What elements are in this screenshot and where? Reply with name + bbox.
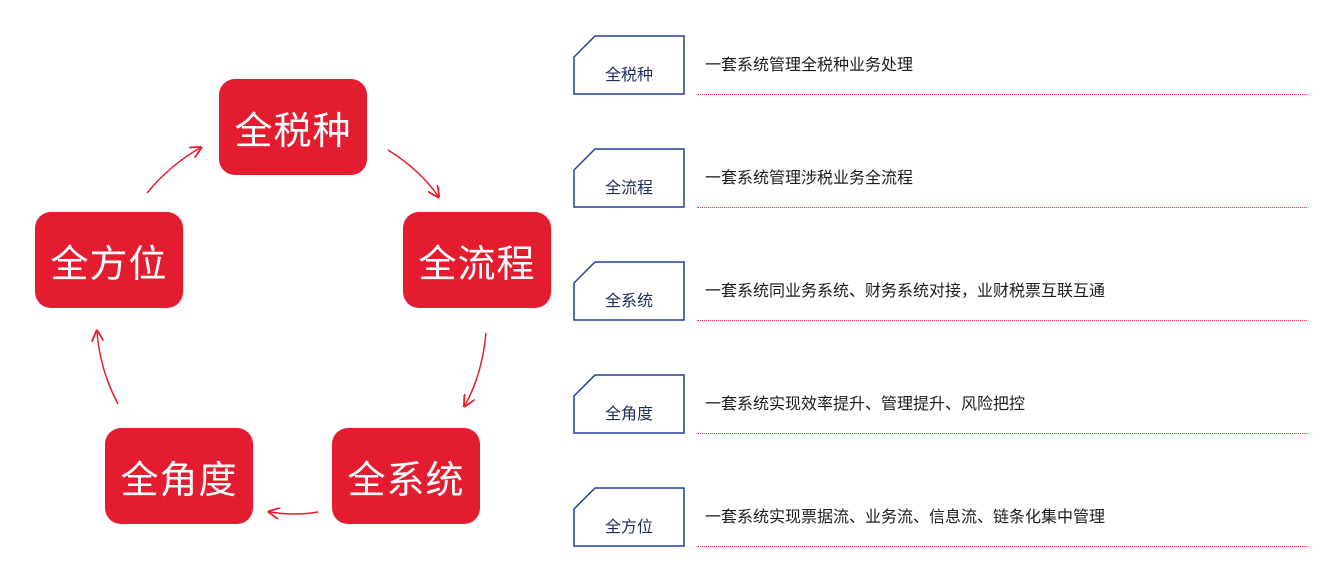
row-tag-label: 全系统 [604, 291, 653, 310]
node-all-directions: 全方位 [35, 212, 183, 308]
row-tag: 全角度 [573, 374, 685, 434]
row-description: 一套系统实现效率提升、管理提升、风险把控 [705, 394, 1026, 413]
row-divider [697, 320, 1307, 321]
node-all-tax-types: 全税种 [219, 79, 367, 175]
description-row: 全税种 一套系统管理全税种业务处理 [573, 35, 1308, 97]
description-row: 全角度 一套系统实现效率提升、管理提升、风险把控 [573, 374, 1308, 436]
arrow-3-to-4 [97, 332, 119, 405]
row-tag-label: 全角度 [604, 404, 653, 423]
node-all-angles: 全角度 [105, 428, 253, 524]
arrow-4-to-0 [146, 148, 200, 194]
arrow-1-to-2 [465, 332, 487, 405]
row-tag: 全流程 [573, 148, 685, 208]
tag-frame-shape [573, 487, 685, 547]
row-tag: 全方位 [573, 487, 685, 547]
row-description: 一套系统管理全税种业务处理 [705, 55, 914, 74]
tag-frame-shape [573, 261, 685, 321]
row-divider [697, 207, 1307, 208]
row-tag-label: 全税种 [604, 65, 653, 84]
node-all-systems: 全系统 [332, 428, 480, 524]
row-tag-label: 全方位 [604, 517, 653, 536]
arrow-0-to-1 [387, 149, 438, 196]
row-tag-label: 全流程 [604, 178, 653, 197]
arrow-2-to-3 [270, 512, 319, 514]
description-row: 全系统 一套系统同业务系统、财务系统对接，业财税票互联互通 [573, 261, 1308, 323]
row-description: 一套系统同业务系统、财务系统对接，业财税票互联互通 [705, 281, 1106, 300]
row-divider [697, 546, 1307, 547]
row-description: 一套系统实现票据流、业务流、信息流、链条化集中管理 [705, 507, 1106, 526]
tag-frame-shape [573, 35, 685, 95]
node-all-processes: 全流程 [403, 212, 551, 308]
cycle-diagram: 全税种 全流程 全系统 全角度 全方位 [0, 0, 560, 576]
row-tag: 全系统 [573, 261, 685, 321]
tag-frame-shape [573, 374, 685, 434]
row-divider [697, 94, 1307, 95]
tag-frame-shape [573, 148, 685, 208]
description-row: 全流程 一套系统管理涉税业务全流程 [573, 148, 1308, 210]
description-row: 全方位 一套系统实现票据流、业务流、信息流、链条化集中管理 [573, 487, 1308, 549]
row-divider [697, 433, 1307, 434]
row-description: 一套系统管理涉税业务全流程 [705, 168, 914, 187]
row-tag: 全税种 [573, 35, 685, 95]
